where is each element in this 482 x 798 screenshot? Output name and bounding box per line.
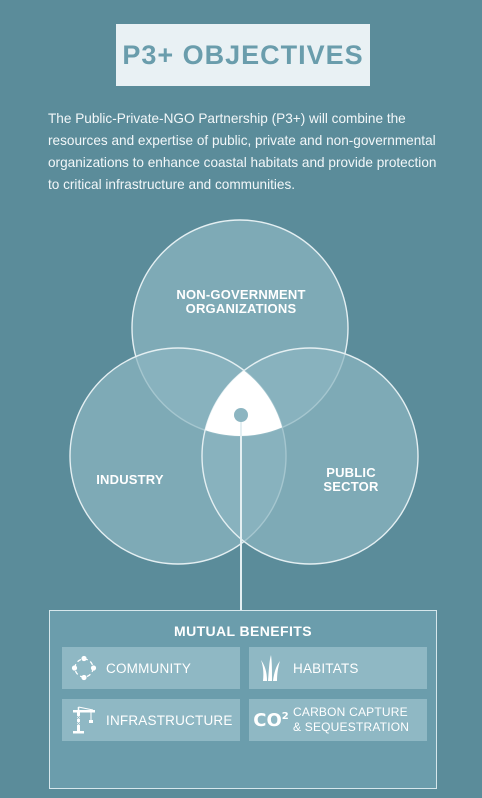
page-title: P3+ OBJECTIVES	[122, 39, 364, 70]
benefit-habitats: HABITATS	[249, 647, 427, 689]
title-box: P3+ OBJECTIVES	[116, 24, 370, 86]
center-dot	[234, 408, 248, 422]
grass-icon	[249, 648, 293, 688]
benefit-community: COMMUNITY	[62, 647, 240, 689]
benefit-carbon: CO2 CARBON CAPTURE & SEQUESTRATION	[249, 699, 427, 741]
benefit-label: INFRASTRUCTURE	[106, 712, 233, 728]
venn-label-ngo: NON-GOVERNMENT ORGANIZATIONS	[176, 287, 306, 316]
community-icon	[62, 648, 106, 688]
benefit-label: COMMUNITY	[106, 660, 192, 676]
venn-label-public: PUBLIC SECTOR	[323, 465, 379, 494]
intro-paragraph: The Public-Private-NGO Partnership (P3+)…	[48, 111, 437, 192]
venn-diagram	[69, 219, 419, 610]
mutual-benefits-panel: MUTUAL BENEFITS COMMUNITY HABITATS	[49, 610, 437, 789]
benefit-label: CARBON CAPTURE & SEQUESTRATION	[293, 705, 410, 734]
benefit-infrastructure: INFRASTRUCTURE	[62, 699, 240, 741]
venn-center-region	[202, 348, 286, 436]
venn-label-industry: INDUSTRY	[96, 472, 164, 487]
benefit-label: HABITATS	[293, 660, 359, 676]
co2-icon: CO2	[253, 709, 289, 731]
crane-icon	[62, 700, 106, 740]
benefits-title: MUTUAL BENEFITS	[174, 623, 312, 639]
